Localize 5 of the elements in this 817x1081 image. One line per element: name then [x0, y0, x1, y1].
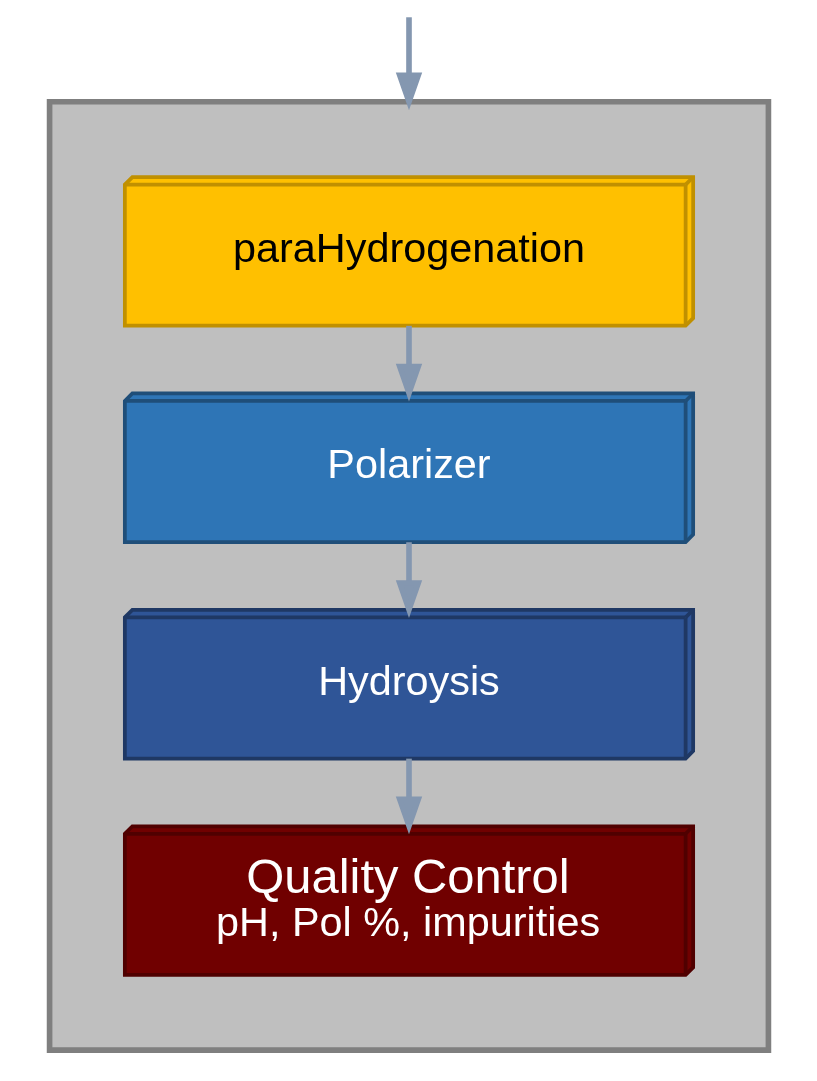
- arrow: [395, 17, 422, 111]
- arrow: [395, 542, 422, 618]
- arrow: [395, 325, 422, 402]
- cluster: [46, 98, 771, 1054]
- arrow: [395, 758, 422, 835]
